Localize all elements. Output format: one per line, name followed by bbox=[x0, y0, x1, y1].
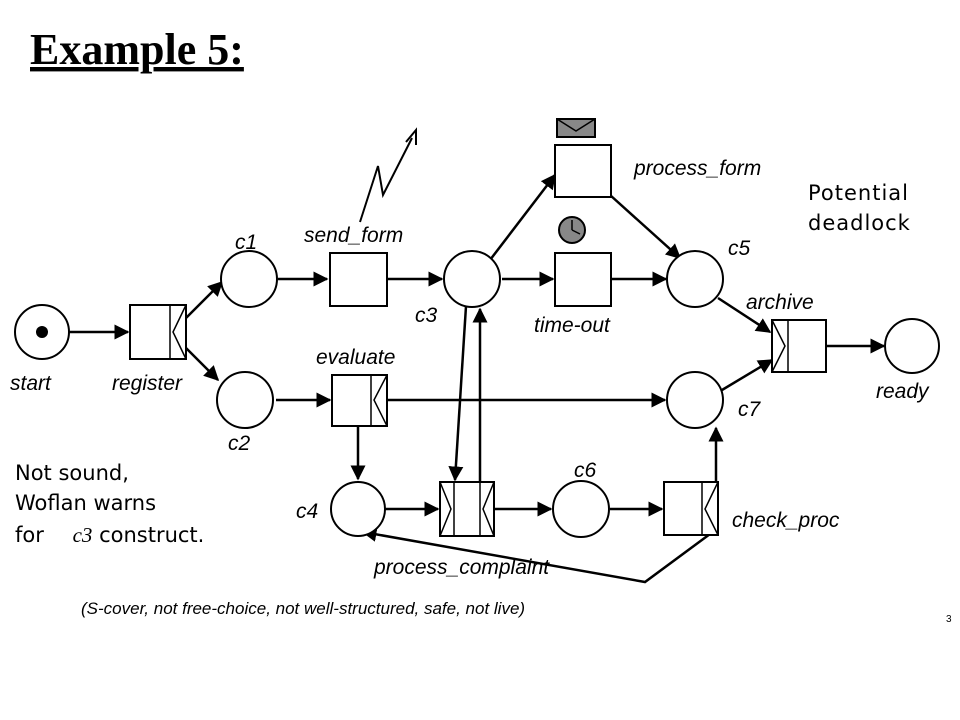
place-c2: c2 bbox=[216, 371, 274, 455]
transition-evaluate-label: evaluate bbox=[316, 346, 395, 369]
soundness-note-line3-pre: for bbox=[15, 523, 51, 547]
transition-check-proc: check_proc bbox=[663, 481, 840, 536]
transition-process-form-label: process_form bbox=[633, 157, 761, 180]
transition-check-proc-label: check_proc bbox=[732, 509, 840, 532]
arc-checkproc-c4 bbox=[361, 526, 711, 584]
transition-send-form-label: send_form bbox=[304, 224, 403, 247]
arc-c3-processcomplaint bbox=[448, 305, 468, 482]
transition-process-form: process_form bbox=[554, 144, 761, 198]
place-c1: c1 bbox=[220, 231, 278, 308]
soundness-note-line3-post: construct. bbox=[92, 523, 204, 547]
place-c6-label: c6 bbox=[574, 459, 597, 482]
soundness-note: Not sound, Woflan warns for c3 construct… bbox=[15, 461, 204, 547]
envelope-icon bbox=[556, 118, 596, 138]
place-c4-label: c4 bbox=[296, 500, 318, 523]
place-c2-label: c2 bbox=[228, 432, 251, 455]
soundness-note-line3-var: c3 bbox=[73, 523, 93, 547]
place-c1-label: c1 bbox=[235, 231, 257, 254]
place-c6: c6 bbox=[552, 459, 610, 538]
deadlock-note: Potential deadlock bbox=[808, 181, 911, 235]
place-start-label: start bbox=[10, 372, 52, 395]
transition-archive: archive bbox=[746, 291, 827, 373]
place-ready-label: ready bbox=[876, 380, 930, 403]
page-number: 3 bbox=[946, 614, 952, 625]
place-c7-label: c7 bbox=[738, 398, 762, 421]
transition-register: register bbox=[112, 304, 187, 395]
clock-icon bbox=[558, 216, 586, 244]
arc-register-c2 bbox=[185, 347, 220, 382]
transition-send-form: send_form bbox=[304, 224, 403, 307]
place-c5-label: c5 bbox=[728, 237, 751, 260]
arc-c5-archive bbox=[717, 296, 772, 334]
footer-properties: (S-cover, not free-choice, not well-stru… bbox=[81, 599, 525, 618]
place-start: start bbox=[10, 304, 70, 395]
transition-archive-label: archive bbox=[746, 291, 814, 314]
place-c7: c7 bbox=[666, 371, 762, 429]
arc-c7-archive bbox=[721, 358, 774, 392]
transition-process-complaint: process_complaint bbox=[373, 481, 550, 579]
soundness-note-line2: Woflan warns bbox=[15, 491, 156, 515]
arc-c3-processform bbox=[489, 173, 556, 261]
transition-time-out: time-out bbox=[534, 252, 612, 337]
lightning-icon bbox=[359, 127, 417, 223]
place-c4: c4 bbox=[296, 481, 386, 537]
transition-evaluate: evaluate bbox=[316, 346, 395, 427]
place-c3: c3 bbox=[415, 250, 501, 327]
transition-register-label: register bbox=[112, 372, 183, 395]
transition-time-out-label: time-out bbox=[534, 314, 611, 337]
place-c3-label: c3 bbox=[415, 304, 438, 327]
deadlock-note-line1: Potential bbox=[808, 181, 909, 205]
arc-processform-c5 bbox=[609, 194, 682, 260]
place-c5: c5 bbox=[666, 237, 751, 308]
transition-process-complaint-label: process_complaint bbox=[373, 556, 550, 579]
soundness-note-line3: for c3 construct. bbox=[15, 523, 204, 547]
token bbox=[36, 326, 48, 338]
page-title: Example 5: bbox=[30, 25, 244, 74]
arcs bbox=[69, 173, 886, 584]
soundness-note-line1: Not sound, bbox=[15, 461, 129, 485]
deadlock-note-line2: deadlock bbox=[808, 211, 911, 235]
arc-register-c1 bbox=[185, 280, 224, 319]
place-ready: ready bbox=[876, 318, 940, 403]
